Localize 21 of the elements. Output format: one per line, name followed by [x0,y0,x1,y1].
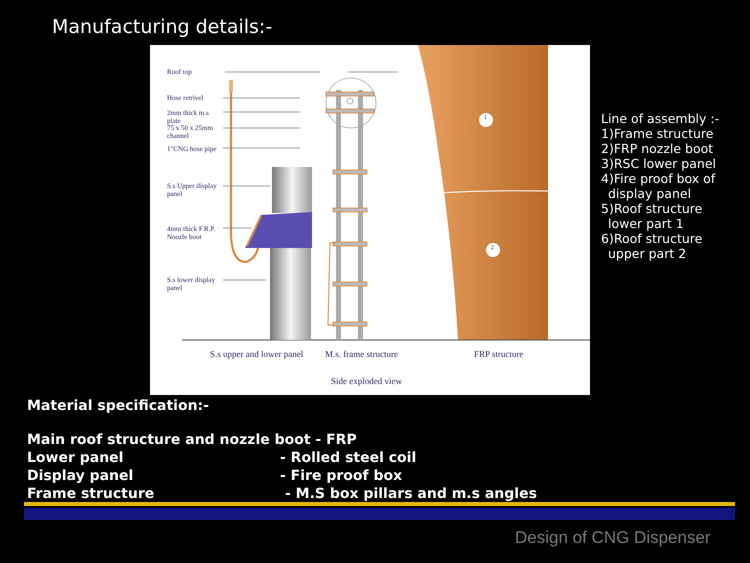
slide-title: Manufacturing details:- [52,16,272,38]
list-item: 5)Roof structure lower part 1 [601,201,704,231]
list-item: 4)Fire proof box of display panel [601,171,716,201]
spec-value: - Rolled steel coil [280,450,416,467]
view-caption: FRP structure [474,349,524,359]
figure-caption: Side exploded view [331,376,402,386]
list-item: 6)Roof structure upper part 2 [601,231,704,261]
spec-item: Lower panel [27,450,124,467]
list-item: 1)Frame structure [601,126,714,141]
list-item: 3)RSC lower panel [601,156,717,171]
footer-caption: Design of CNG Dispenser [515,528,711,548]
section-heading: Material specification:- [27,398,209,415]
spec-item: Frame structure [27,486,154,503]
view-caption: S.s upper and lower panel [210,349,304,359]
spec-value: - Fire proof box [280,468,402,485]
list-item: 2)FRP nozzle boot [601,141,714,156]
view-caption: M.s. frame structure [325,349,398,359]
spec-item: Display panel [27,468,134,485]
list-heading: Line of assembly :- [601,111,720,126]
spec-value: - M.S box pillars and m.s angles [285,486,537,503]
spec-text: Main roof structure and nozzle boot - FRP [27,432,357,449]
